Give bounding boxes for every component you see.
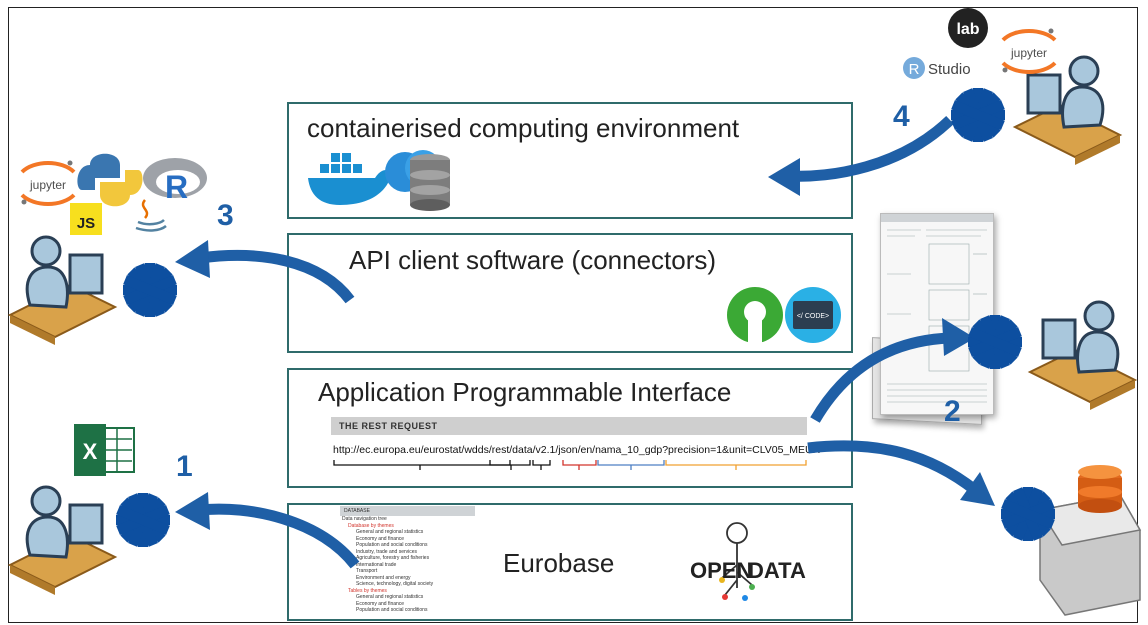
containerised-title: containerised computing environment: [307, 113, 740, 143]
tree-row: Tables by themes: [348, 587, 387, 594]
rstudio-icon-letter: R: [909, 61, 920, 78]
open-data-word-2: DATA: [748, 558, 806, 583]
gear-icon-step-3: [123, 263, 177, 317]
gear-icon-step-4: [951, 88, 1005, 142]
user-icon-step-3: [8, 235, 117, 347]
arrowhead-3: [175, 240, 210, 278]
tree-row: International trade: [356, 561, 397, 568]
docker-icon: [308, 153, 392, 205]
tree-row: Economy and finance: [356, 600, 405, 607]
python-icon: [77, 153, 143, 207]
tree-row: General and regional statistics: [356, 594, 424, 600]
arrowhead-4: [768, 158, 800, 196]
server-database-icon: [1038, 465, 1142, 616]
tree-row: Environment and energy: [356, 574, 411, 581]
tree-row: Agriculture, forestry and fisheries: [356, 555, 430, 561]
arrow-step-4: [785, 116, 954, 182]
tree-row: Science, technology, digital society: [356, 581, 434, 587]
excel-icon-letter: X: [83, 439, 98, 464]
java-icon: [135, 199, 167, 232]
tree-row: General and regional statistics: [356, 529, 424, 535]
jupyter-icon-right: [1001, 28, 1057, 74]
tree-row: Economy and finance: [356, 535, 405, 542]
gear-icon-step-1: [116, 493, 170, 547]
arrow-to-database: [807, 440, 979, 495]
eurobase-title: Eurobase: [503, 548, 615, 578]
api-title: Application Programmable Interface: [318, 377, 732, 407]
code-icon-label: </ CODE>: [797, 313, 829, 320]
tree-row: Database by themes: [348, 522, 394, 529]
user-icon-step-2: [1028, 300, 1137, 412]
gear-icon-database: [1001, 487, 1055, 541]
tree-row: Population and social conditions: [356, 542, 428, 548]
open-data-dots: [719, 577, 755, 601]
url-brace-marks: [333, 460, 807, 470]
gear-icon-step-2: [968, 315, 1022, 369]
r-language-icon: [143, 158, 207, 198]
rstudio-icon: [903, 57, 925, 79]
arrowhead-database: [960, 472, 995, 506]
tree-row: Transport: [356, 568, 378, 574]
lab-icon-label: lab: [956, 21, 979, 38]
document-sheet: [880, 213, 994, 415]
tree-row: Industry, trade and services: [356, 548, 418, 555]
containerised-box: [287, 102, 853, 219]
step-number-3: 3: [217, 199, 234, 232]
code-icon: [785, 287, 841, 343]
eurobase-box: [287, 503, 853, 621]
arrow-step-2: [810, 332, 951, 423]
arrow-step-1: [199, 503, 360, 569]
jupyter-label-left: jupyter: [29, 178, 66, 192]
tree-header: DATABASE: [340, 506, 475, 516]
user-icon-step-1: [8, 485, 117, 597]
step-number-2: 2: [944, 395, 961, 428]
document-content: [881, 214, 993, 403]
jupyter-icon-left: [20, 160, 76, 206]
rstudio-label: Studio: [928, 61, 971, 78]
arrowhead-1: [175, 492, 210, 530]
jupyter-label-right: jupyter: [1010, 46, 1047, 60]
javascript-icon-label: JS: [77, 215, 95, 232]
javascript-icon: [70, 203, 102, 235]
tree-row: Population and social conditions: [356, 607, 428, 613]
step-number-1: 1: [176, 450, 193, 483]
tree-row: Data navigation tree: [342, 516, 387, 522]
step-number-4: 4: [893, 100, 910, 133]
open-data-word-1: OPEN: [690, 558, 752, 583]
open-source-icon: [727, 287, 783, 344]
r-language-letter: R: [165, 169, 188, 205]
rest-request-url: http://ec.europa.eu/eurostat/wdds/rest/d…: [333, 444, 821, 456]
lab-icon: [948, 8, 988, 48]
api-client-title: API client software (connectors): [349, 245, 717, 275]
excel-icon: [74, 424, 135, 476]
arrow-step-3: [199, 249, 355, 304]
cloud-database-icon: [385, 150, 450, 211]
open-data-icon: [721, 522, 753, 596]
rest-request-header: THE REST REQUEST: [331, 417, 807, 435]
arrowhead-2: [942, 318, 975, 356]
